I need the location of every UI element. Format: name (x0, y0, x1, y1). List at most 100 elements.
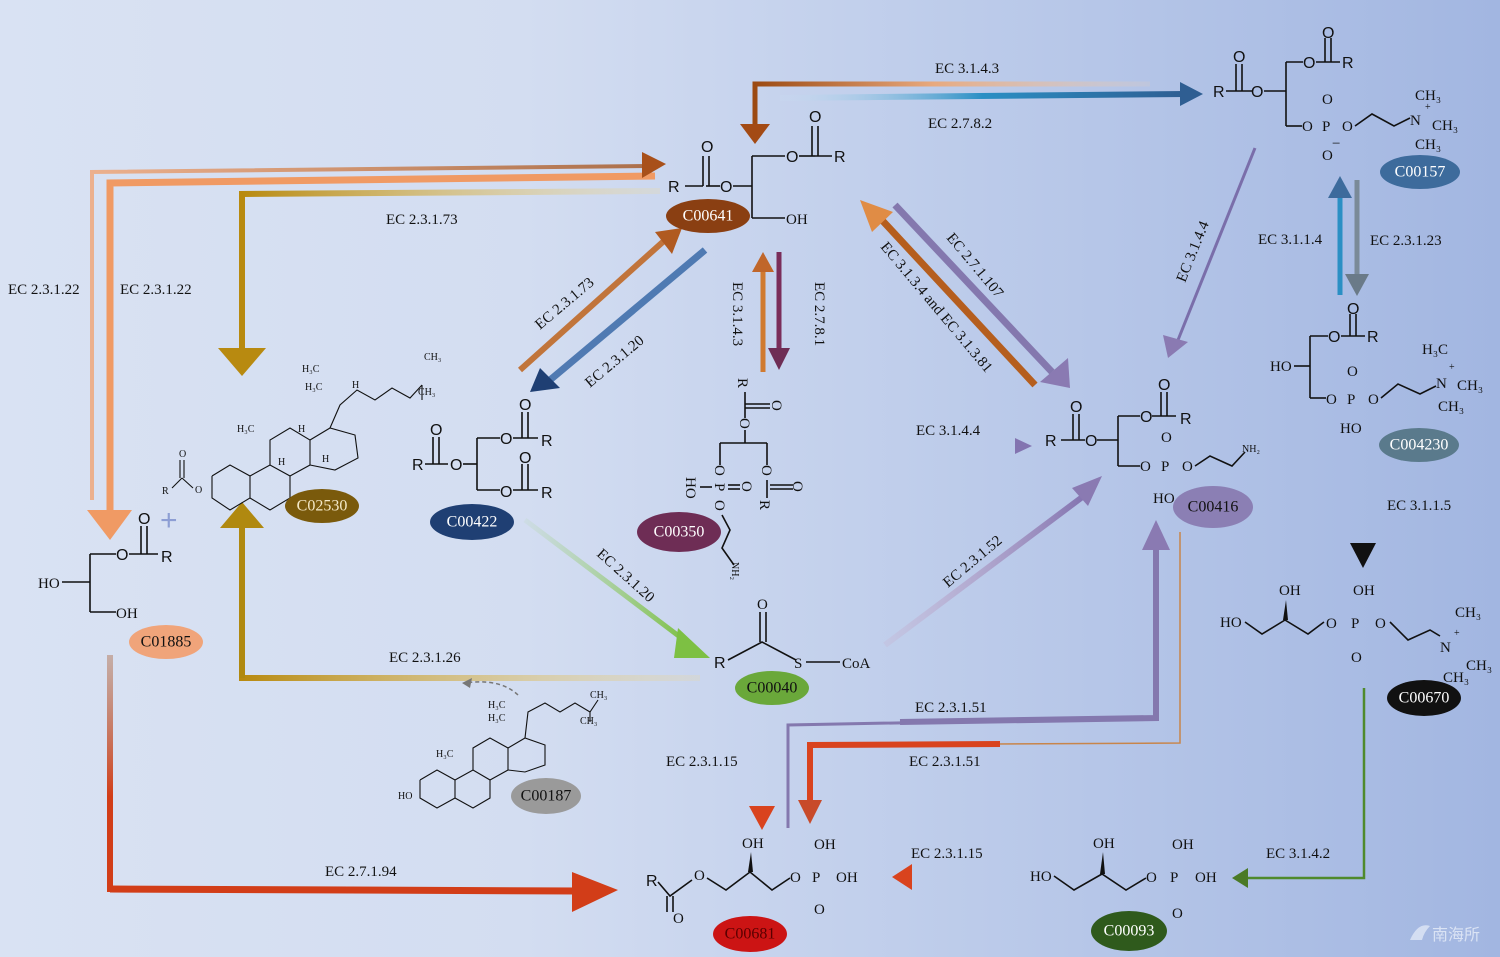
atom: O (500, 484, 512, 501)
atom: CoA (842, 656, 871, 672)
ec-label: EC 2.7.8.2 (928, 116, 992, 132)
structure-c00670: HO OH O P OH O O N CH₃ CH₃ CH₃ + (1220, 583, 1492, 686)
structure-c00187: CH₃ CH₃ H₃C H₃C H₃C HO (398, 690, 607, 809)
atom: O (179, 449, 186, 460)
arrow-head (572, 872, 618, 912)
atom: O (519, 450, 531, 467)
arrow-head (1142, 520, 1170, 550)
compound-id: C00670 (1399, 690, 1450, 707)
ring (269, 427, 311, 477)
atom: − (1332, 136, 1340, 152)
arrow-head (1163, 335, 1188, 358)
arrow-ec-2-7-1-94 (107, 655, 581, 894)
badge-c00040[interactable]: C00040 (735, 671, 809, 705)
ec-label: EC 3.1.4.3 (935, 61, 999, 77)
structure-c00422: R O O O O R O O R (412, 397, 553, 502)
ec-label: EC 3.1.4.4 (1174, 219, 1213, 285)
arrow-head (1072, 476, 1102, 506)
atom: O (789, 481, 805, 492)
ring (211, 464, 251, 511)
atom: O (1233, 49, 1245, 66)
bond (1354, 113, 1411, 127)
atom: HO (1270, 359, 1292, 375)
atom: O (1351, 650, 1362, 666)
bond (727, 641, 797, 661)
arrow-head (860, 200, 893, 232)
ec-label: EC 2.3.1.23 (1370, 233, 1442, 249)
atom: OH (814, 837, 836, 853)
bond (1389, 621, 1441, 641)
atom: CH₃ (1415, 137, 1441, 153)
atom: O (500, 431, 512, 448)
atom: O (1328, 329, 1340, 346)
atom: O (1070, 399, 1082, 416)
bond (721, 514, 735, 566)
atom: + (1454, 628, 1460, 639)
badge-c00093[interactable]: C00093 (1091, 911, 1167, 951)
badge-c004230[interactable]: C004230 (1379, 428, 1459, 462)
atom: H₃C (488, 713, 506, 724)
arrow-ec-3-1-4-4-diag (1176, 147, 1257, 341)
atom: CH₃ (1455, 605, 1481, 621)
compound-id: C00416 (1188, 499, 1239, 516)
bond (706, 870, 791, 891)
atom: R (541, 485, 553, 502)
bond (181, 477, 194, 489)
badge-c02530[interactable]: C02530 (285, 489, 359, 523)
badge-c00416[interactable]: C00416 (1173, 486, 1253, 528)
atom: NH₂ (1242, 444, 1260, 455)
atom: S (794, 656, 802, 672)
atom: OH (1093, 836, 1115, 852)
arrow-ec-2-3-1-52 (883, 492, 1087, 648)
badge-c01885[interactable]: C01885 (129, 625, 203, 659)
atom: + (1449, 362, 1455, 373)
structure-c00416: R O O O O R O P O HO O NH₂ (1045, 377, 1260, 507)
atom: H₃C (302, 364, 320, 375)
ring (419, 769, 456, 809)
atom: R (668, 179, 680, 196)
atom: O (701, 139, 713, 156)
atom: O (1375, 616, 1386, 632)
atom: O (450, 457, 462, 474)
atom: O (757, 597, 768, 613)
badge-c00422[interactable]: C00422 (430, 504, 514, 540)
wedge-bond (1283, 600, 1288, 620)
atom: N (1410, 113, 1421, 129)
compound-id: C00187 (521, 788, 572, 805)
atom: O (673, 911, 684, 927)
atom: O (1182, 459, 1193, 475)
arrow-head (462, 678, 472, 688)
atom: O (736, 418, 752, 429)
badge-c00187[interactable]: C00187 (511, 778, 581, 814)
compound-badges: C00641 C00157 C004230 C00670 C02530 C004… (129, 155, 1461, 952)
atom: R (756, 500, 772, 510)
badge-c00350[interactable]: C00350 (637, 512, 721, 552)
compound-id: C00350 (654, 524, 705, 541)
atom: R (161, 549, 173, 566)
structure-c00093: HO OH O P OH OH O (1030, 836, 1217, 922)
atom: O (809, 109, 821, 126)
atom: OH (786, 212, 808, 228)
ec-label: EC 2.7.8.1 (811, 282, 827, 346)
arrow-ec-2-7-8-2 (779, 91, 1186, 101)
atom: O (519, 397, 531, 414)
atom: OH (742, 836, 764, 852)
atom: HO (38, 576, 60, 592)
arrow-shaft (807, 741, 1001, 800)
atom: R (162, 486, 169, 497)
badge-c00157[interactable]: C00157 (1380, 155, 1460, 189)
badge-c00641[interactable]: C00641 (666, 199, 750, 233)
bond (1053, 873, 1147, 891)
arrow-head (218, 348, 266, 376)
compound-id: C00641 (683, 208, 734, 225)
badge-c00670[interactable]: C00670 (1387, 680, 1461, 716)
atom: O (1342, 119, 1353, 135)
atom: P (1351, 616, 1359, 632)
bond (657, 879, 693, 898)
ec-label: EC 2.3.1.22 (8, 282, 80, 298)
atom: CH₃ (1415, 88, 1441, 104)
badge-c00681[interactable]: C00681 (713, 916, 787, 952)
atom: O (694, 868, 705, 884)
watermark: 南海所 (1410, 925, 1480, 944)
atom: H₃C (305, 382, 323, 393)
